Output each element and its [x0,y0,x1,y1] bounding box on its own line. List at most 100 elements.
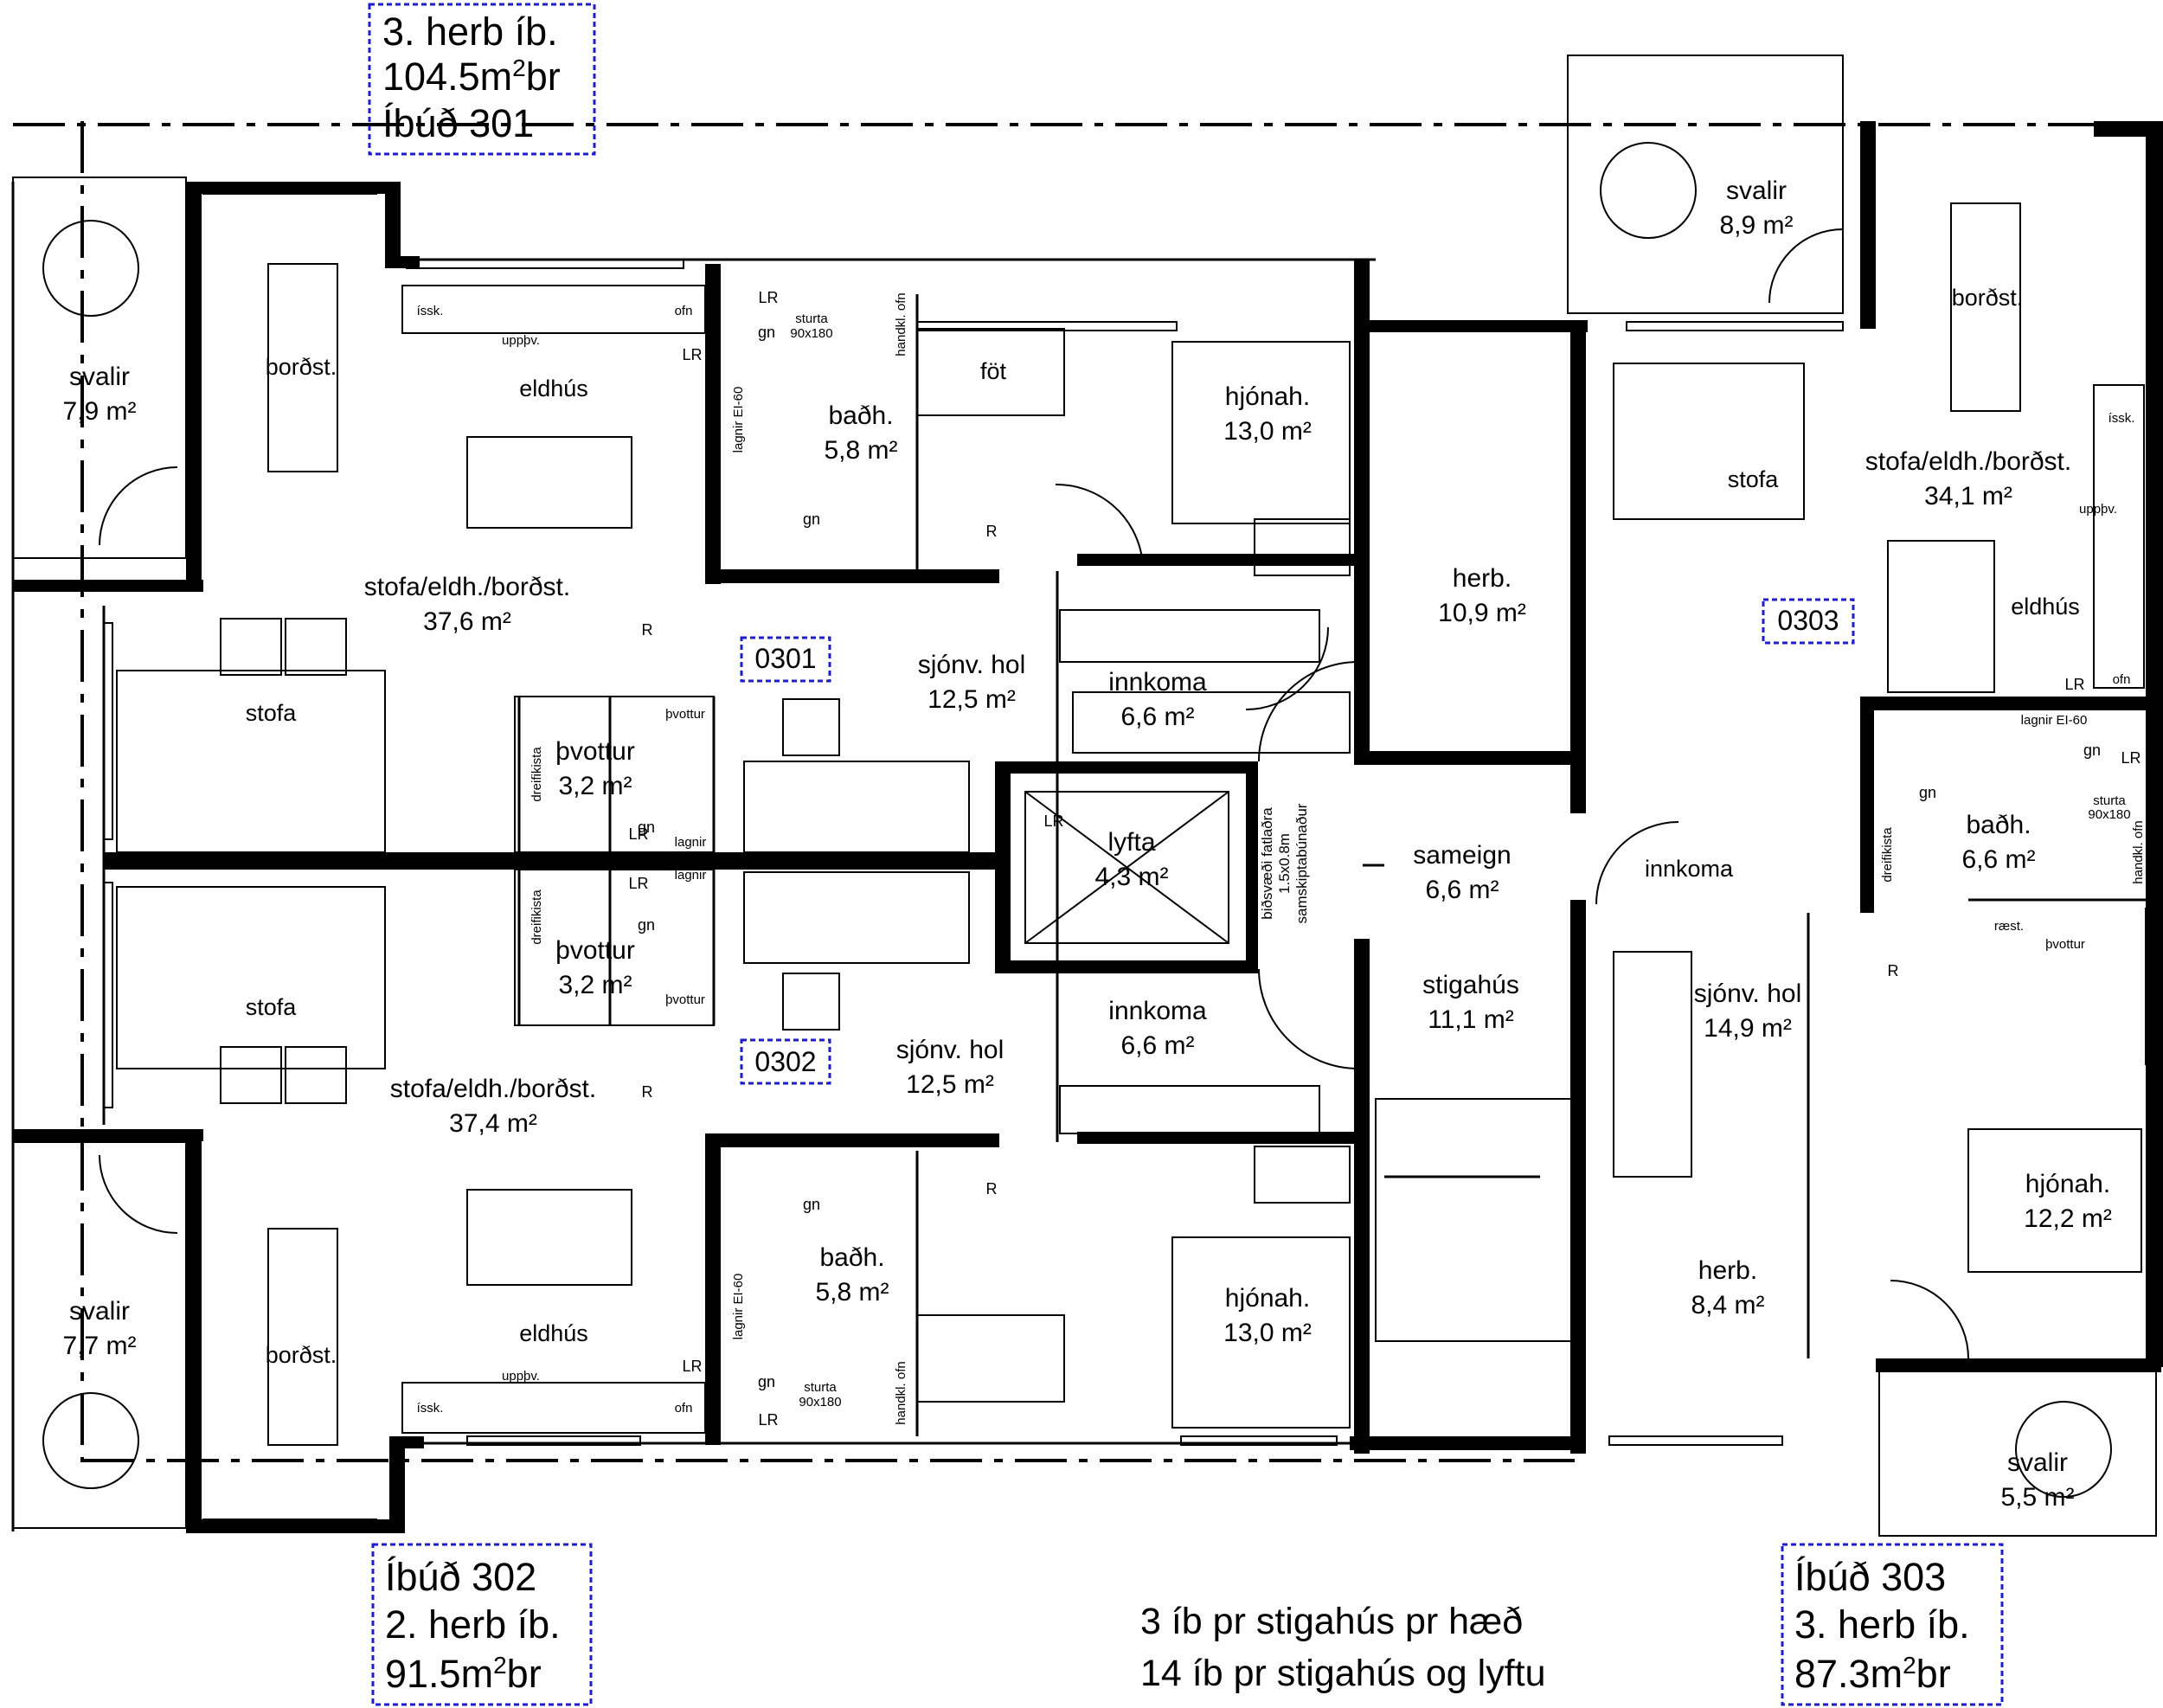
room-bad-302-name: baðh. [819,1243,884,1272]
apt-303-name: Íbúð 303 [1794,1555,1946,1599]
apt-302-area: 91.5m2br [385,1652,542,1696]
room-inn-301-name: innkoma [1108,668,1207,697]
room-pvottur-301-name: þvottur [555,737,635,766]
label-bordst-302: borðst. [266,1342,337,1368]
label-samskiptabunadur: samskiptabúnaður [1293,803,1310,923]
apartment-info-boxes [368,3,2004,1706]
label-bordst-303: borðst. [1952,285,2024,311]
room-pvottur-301-area: 3,2 m² [558,772,632,800]
label-uppthv-301: uppþv. [502,333,540,348]
room-stofa-303-name: stofa/eldh./borðst. [1865,447,2071,476]
room-svalir-w1-name: svalir [69,363,130,391]
label-raest: ræst. [1994,919,2024,934]
r-labels: R R R R R [642,523,1899,1198]
label-gn-5: gn [803,1196,820,1213]
label-issk-301: íssk. [417,304,444,318]
room-sjonv-303-area: 14,9 m² [1704,1014,1792,1043]
room-hjon-303-name: hjónah. [2025,1170,2110,1198]
tiny-labels: íssk. ofn uppþv. íssk. ofn uppþv. íssk. … [417,304,2135,1416]
room-hjon-301-name: hjónah. [1225,382,1310,411]
room-bad-301-area: 5,8 m² [824,436,897,465]
room-svalir-se-area: 5,5 m² [2000,1483,2074,1512]
small-labels: eldhús eldhús eldhús borðst. borðst. bor… [246,285,2080,1368]
apt-303-area: 87.3m2br [1794,1652,1951,1696]
door-swings [99,228,1969,1359]
room-hjon-302-area: 13,0 m² [1223,1319,1312,1347]
room-svalir-se-name: svalir [2007,1448,2068,1477]
lr-labels: LR LR LR LR LR LR LR LR LR [628,289,2141,1429]
gn-labels: gn gn gn gn gn gn gn gn [638,324,2101,1390]
label-pvottur-303: þvottur [2045,937,2085,952]
room-inn-301-area: 6,6 m² [1120,703,1194,731]
label-lr-9: LR [2121,749,2141,767]
room-pvottur-302-area: 3,2 m² [558,971,632,999]
label-lr-7: LR [758,1411,778,1429]
room-herb-301-name: herb. [1453,564,1512,593]
label-dreifikista-301: dreifikista [530,747,544,802]
label-gn-4: gn [638,916,655,934]
label-uppthv-303: uppþv. [2079,502,2117,517]
label-dreifikista-302: dreifikista [530,889,544,945]
apt-302-rooms: 2. herb íb. [385,1602,561,1647]
label-ofn-301: ofn [675,304,693,318]
label-bordst-301: borðst. [266,354,337,380]
label-gn-6: gn [758,1373,775,1390]
room-sjonv-302-area: 12,5 m² [906,1070,994,1099]
label-lagnir-302: lagnir [675,868,707,883]
label-gn-1: gn [758,324,775,341]
label-sturta-302: sturta [804,1380,837,1395]
room-hjon-303-area: 12,2 m² [2024,1204,2112,1233]
room-bad-301-name: baðh. [828,401,893,430]
label-sturta-size-301: 90x180 [790,326,832,341]
label-ofn-302: ofn [675,1401,693,1416]
room-sjonv-303-name: sjónv. hol [1694,979,1802,1008]
room-bad-303-name: baðh. [1966,811,2031,839]
apt-301-area: 104.5m2br [382,55,561,99]
walls-exterior [13,121,2163,1533]
label-eldhus-301: eldhús [519,376,588,401]
room-stofa-301-name: stofa/eldh./borðst. [364,573,570,601]
label-lr-2: LR [682,346,702,363]
label-lagnir-ei60-302: lagnir EI-60 [731,1274,746,1340]
room-lyfta-name: lyfta [1107,828,1155,857]
label-r-2: R [986,523,998,540]
room-svalir-w1-area: 7,9 m² [62,397,136,426]
room-stofa-302-area: 37,4 m² [449,1109,537,1138]
label-lr-1: LR [758,289,778,306]
label-lr-5: LR [1043,812,1063,830]
room-stofa-302-name: stofa/eldh./borðst. [390,1075,596,1103]
vertical-labels: lagnir EI-60 lagnir EI-60 handkl. ofn ha… [530,292,2146,1424]
label-eldhus-302: eldhús [519,1320,588,1346]
label-lagnir-301: lagnir [675,835,707,850]
room-hjon-301-area: 13,0 m² [1223,417,1312,446]
room-stofa-303-area: 34,1 m² [1924,482,2012,510]
unit-code-0303: 0303 [1777,605,1839,636]
apt-301-name: Íbúð 301 [382,101,534,145]
room-svalir-w2-name: svalir [69,1297,130,1326]
apartment-303-info: Íbúð 303 3. herb íb. 87.3m2br [1794,1555,1970,1696]
room-sjonv-302-name: sjónv. hol [896,1036,1004,1064]
label-r-1: R [642,621,653,639]
label-sturta-size-302: 90x180 [799,1395,841,1409]
room-inn-302-area: 6,6 m² [1120,1031,1194,1060]
room-hjon-302-name: hjónah. [1225,1284,1310,1313]
label-lr-6: LR [682,1358,702,1375]
label-pvottur-small-301: þvottur [665,707,705,722]
label-gn-3: gn [638,819,655,836]
room-inn-302-name: innkoma [1108,997,1207,1025]
label-r-4: R [986,1180,998,1198]
room-svalir-ne-name: svalir [1726,177,1787,205]
room-herb-301-area: 10,9 m² [1438,599,1526,627]
label-fot: föt [980,358,1007,384]
balconies [12,55,2157,1537]
label-stofa-302: stofa [246,994,298,1020]
label-issk-302: íssk. [417,1401,444,1416]
label-bidsvaedi-size: 1.5x0.8m [1276,833,1293,894]
furniture [42,142,2145,1498]
apartment-302-info: Íbúð 302 2. herb íb. 91.5m2br [385,1555,561,1696]
label-stofa-301: stofa [246,700,298,726]
windows [103,184,2159,1529]
label-dreifikista-303: dreifikista [1880,827,1895,883]
room-bad-302-area: 5,8 m² [815,1278,889,1307]
